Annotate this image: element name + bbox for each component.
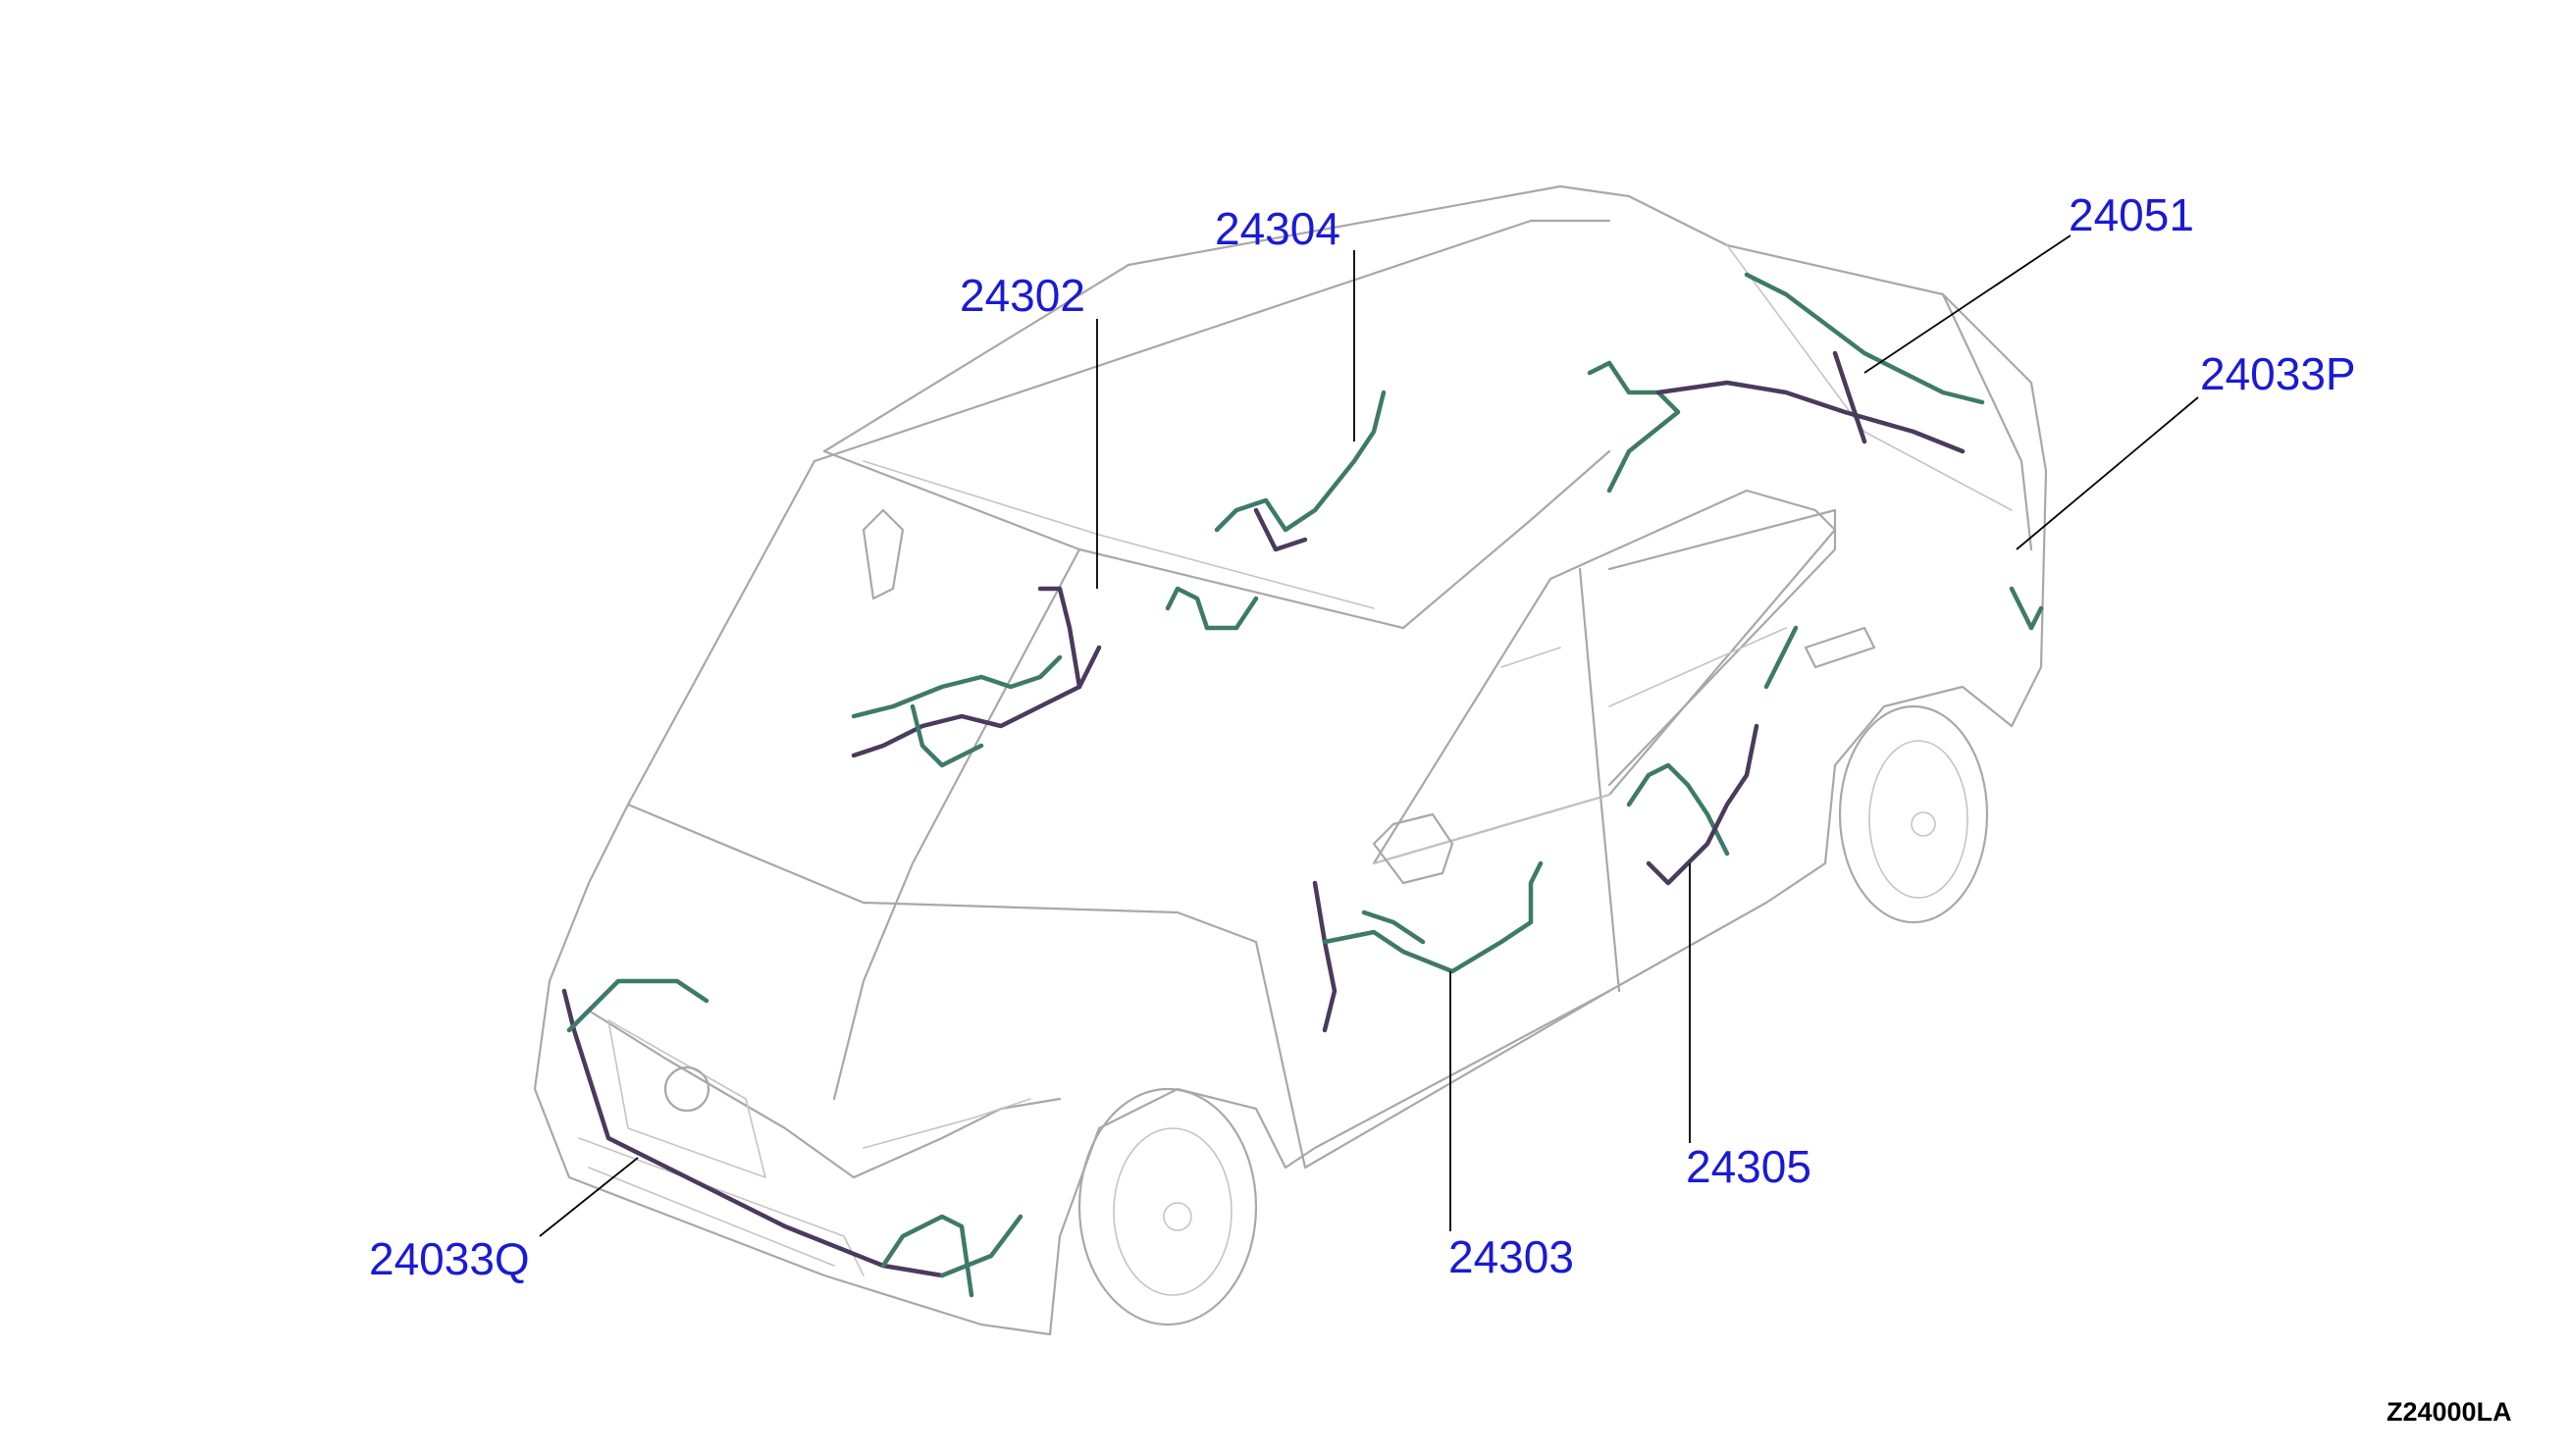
callout-24305: 24305 — [1686, 1141, 1811, 1192]
callout-24304: 24304 — [1215, 203, 1340, 254]
leader-24051 — [1863, 234, 2072, 374]
callout-leader-lines — [539, 234, 2199, 1237]
leader-24033Q — [539, 1157, 639, 1237]
figure-code-label: Z24000LA — [2386, 1397, 2512, 1427]
callout-24051: 24051 — [2069, 189, 2194, 240]
harness-24305-rear-door — [1626, 625, 1799, 886]
harness-24051-rear-roof — [1587, 272, 1985, 494]
leader-24033P — [2016, 396, 2199, 550]
harness-24304-roof — [1165, 390, 1387, 631]
harness-24033P-rear — [2009, 586, 2044, 631]
harness-24302-dash — [851, 586, 1102, 768]
harness-24303-front-door — [1312, 860, 1544, 1033]
callout-24302: 24302 — [960, 270, 1085, 321]
harness-24033Q-front — [561, 978, 1023, 1298]
callout-24303: 24303 — [1448, 1231, 1574, 1282]
callout-24033Q: 24033Q — [369, 1233, 530, 1284]
callout-24033P: 24033P — [2200, 348, 2356, 399]
car-body-outline — [533, 184, 2048, 1336]
